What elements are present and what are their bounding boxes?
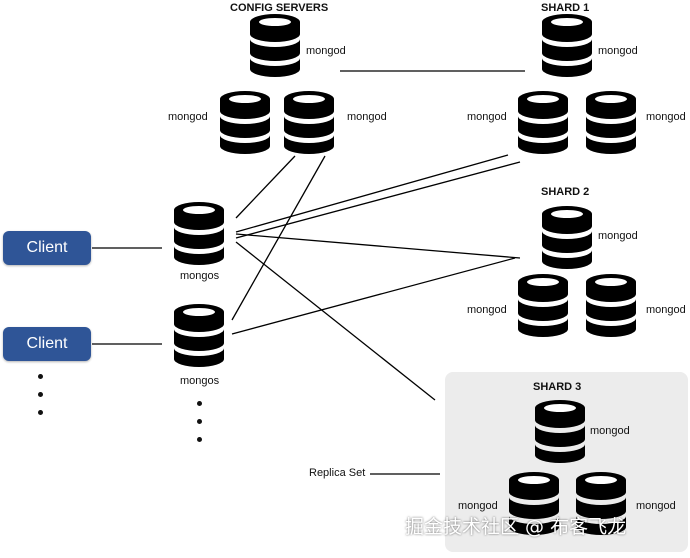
watermark: 掘金技术社区 @ 布客飞龙 <box>405 516 627 538</box>
client-ellipsis-dot <box>38 374 43 379</box>
mongos2-to-shard2-line <box>231 257 516 335</box>
shard2-top-label: mongod <box>598 230 638 242</box>
database-icons <box>174 14 636 535</box>
shard2-top-db-icon <box>542 206 592 269</box>
shard1-left-db-icon <box>518 91 568 154</box>
shard2-right-db-icon <box>586 274 636 337</box>
client-ellipsis-dot <box>38 392 43 397</box>
mongos1-to-shard1-line-b <box>235 161 521 239</box>
replica-set-label: Replica Set <box>309 467 366 479</box>
shard1-left-label: mongod <box>467 111 507 123</box>
config-server-left-db-icon <box>220 91 270 154</box>
config-server-top-label: mongod <box>306 45 346 57</box>
client-box-2: Client <box>3 327 91 361</box>
mongos1-db-icon <box>174 202 224 265</box>
mongos-ellipsis-dot <box>197 437 202 442</box>
mongos1-to-shard1-line-a <box>235 154 509 233</box>
config-server-left-label: mongod <box>168 111 208 123</box>
config-server-right-db-icon <box>284 91 334 154</box>
mongos2-to-config-line <box>231 155 326 321</box>
shard1-top-db-icon <box>542 14 592 77</box>
shard1-heading: SHARD 1 <box>541 2 590 14</box>
shard2-heading: SHARD 2 <box>541 186 590 198</box>
shard1-right-label: mongod <box>646 111 686 123</box>
mongos1-label: mongos <box>180 270 220 282</box>
shard3-top-db-icon <box>535 400 585 463</box>
shard3-heading: SHARD 3 <box>533 381 582 393</box>
mongos-ellipsis-dot <box>197 419 202 424</box>
mongos1-to-shard3-line <box>235 241 436 401</box>
mongos2-db-icon <box>174 304 224 367</box>
client-box-1: Client <box>3 231 91 265</box>
mongos-ellipsis-dot <box>197 401 202 406</box>
shard3-right-label: mongod <box>636 500 676 512</box>
shard2-left-db-icon <box>518 274 568 337</box>
mongos1-to-shard2-line <box>235 233 521 259</box>
shard2-left-label: mongod <box>467 304 507 316</box>
shard3-left-label: mongod <box>458 500 498 512</box>
shard1-top-label: mongod <box>598 45 638 57</box>
config-server-top-db-icon <box>250 14 300 77</box>
mongos1-to-config-line <box>235 155 296 219</box>
config-servers-heading: CONFIG SERVERS <box>230 2 329 14</box>
shard1-right-db-icon <box>586 91 636 154</box>
shard2-right-label: mongod <box>646 304 686 316</box>
mongos2-label: mongos <box>180 375 220 387</box>
config-server-right-label: mongod <box>347 111 387 123</box>
connector-lines <box>92 70 525 475</box>
shard3-top-label: mongod <box>590 425 630 437</box>
client-ellipsis-dot <box>38 410 43 415</box>
